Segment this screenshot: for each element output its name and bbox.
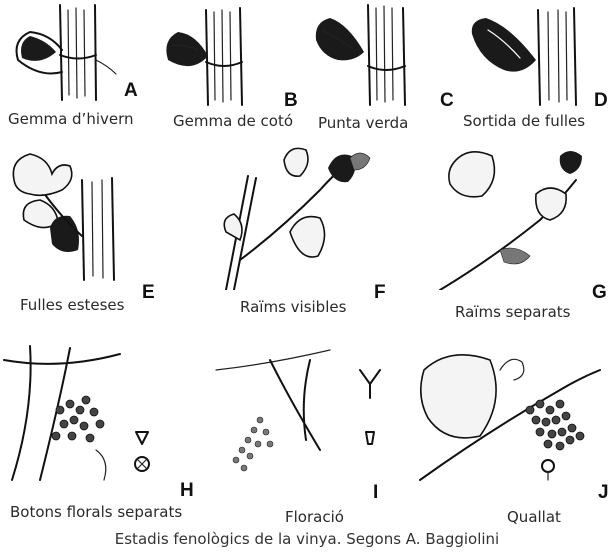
- stage-h-letter: H: [180, 480, 194, 502]
- stage-e-letter: E: [142, 282, 155, 304]
- stage-j-panel: J Quallat: [410, 340, 614, 525]
- stage-a-caption: Gemma d’hivern: [8, 110, 134, 128]
- stage-b-caption: Gemma de cotó: [173, 112, 293, 130]
- stage-f-illustration: [200, 140, 410, 290]
- stage-i-illustration: [210, 340, 405, 485]
- stage-e-illustration: [0, 140, 190, 290]
- stage-g-caption: Raïms separats: [455, 303, 570, 321]
- stage-e-panel: E Fulles esteses: [0, 140, 190, 315]
- stage-i-letter: I: [373, 482, 378, 504]
- stage-j-caption: Quallat: [507, 508, 561, 526]
- stage-a-letter: A: [124, 80, 138, 102]
- figure-caption: Estadis fenològics de la vinya. Segons A…: [0, 530, 614, 548]
- stage-f-panel: F Raïms visibles: [200, 140, 410, 315]
- stage-j-letter: J: [598, 482, 609, 504]
- stage-d-caption: Sortida de fulles: [463, 112, 585, 130]
- stage-f-letter: F: [374, 282, 386, 304]
- stage-c-illustration: [308, 0, 458, 110]
- stage-h-illustration: [0, 340, 200, 485]
- stage-g-illustration: [420, 140, 614, 290]
- berry-cluster: [526, 400, 584, 450]
- stage-c-caption: Punta verda: [318, 114, 408, 132]
- stage-d-illustration: [458, 0, 614, 110]
- stage-i-panel: I Floració: [210, 340, 405, 525]
- stage-i-caption: Floració: [285, 508, 344, 526]
- stage-a-panel: A Gemma d’hivern: [0, 0, 150, 135]
- stage-d-letter: D: [594, 90, 608, 112]
- stage-h-panel: H Botons florals separats: [0, 340, 200, 525]
- stage-b-panel: B Gemma de cotó: [158, 0, 308, 135]
- stage-c-letter: C: [440, 90, 454, 112]
- stage-c-panel: C Punta verda: [308, 0, 458, 135]
- stage-e-caption: Fulles esteses: [20, 296, 124, 314]
- stage-h-caption: Botons florals separats: [10, 503, 182, 521]
- stage-g-letter: G: [592, 282, 607, 304]
- stage-g-panel: G Raïms separats: [420, 140, 614, 320]
- stage-j-illustration: [410, 340, 614, 485]
- flower-bud-cluster: [52, 396, 104, 442]
- stage-d-panel: D Sortida de fulles: [458, 0, 614, 135]
- stage-f-caption: Raïms visibles: [240, 298, 346, 316]
- flower-cluster: [233, 417, 273, 471]
- stage-b-letter: B: [284, 90, 298, 112]
